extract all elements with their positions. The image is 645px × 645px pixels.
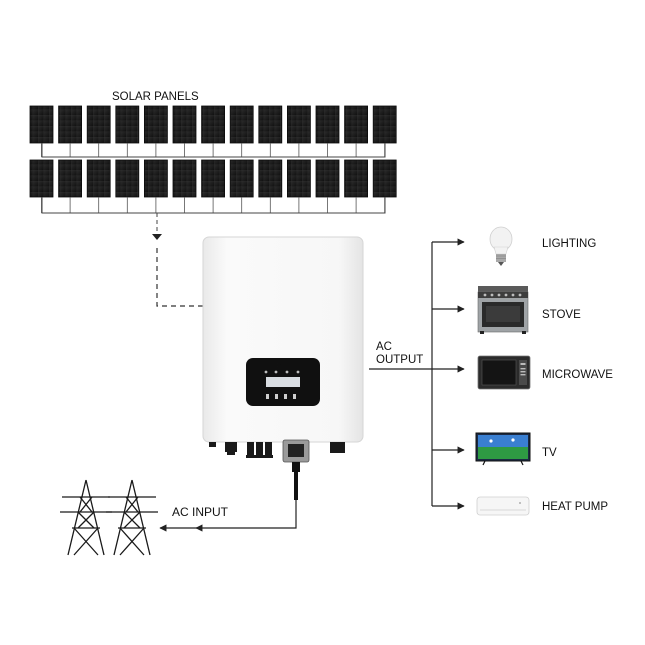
solar-panel xyxy=(115,159,140,198)
inverter-lcd-screen xyxy=(266,377,300,387)
inverter: Deye xyxy=(202,236,364,500)
solar-panel-row-2 xyxy=(29,159,397,213)
inverter-bottom-connectors xyxy=(209,442,345,458)
heat-pump-icon xyxy=(476,496,530,516)
power-grid-tower-icon xyxy=(60,479,112,556)
solar-panel xyxy=(172,105,197,144)
solar-panel xyxy=(286,105,311,144)
solar-panel xyxy=(29,159,54,198)
ac-output-wiring xyxy=(369,238,465,510)
load-label-microwave: MICROWAVE xyxy=(542,369,613,381)
solar-panel xyxy=(143,159,168,198)
solar-panel xyxy=(315,159,340,198)
solar-panels-label: SOLAR PANELS xyxy=(112,91,199,103)
solar-panel xyxy=(86,159,111,198)
load-label-heat-pump: HEAT PUMP xyxy=(542,501,608,513)
solar-panel xyxy=(86,105,111,144)
solar-panel xyxy=(172,159,197,198)
solar-panel xyxy=(229,105,254,144)
ac-output-label-line2: OUTPUT xyxy=(376,354,423,366)
solar-panel xyxy=(201,159,226,198)
dc-dashed-line xyxy=(156,248,203,307)
inverter-comm-module xyxy=(282,439,310,500)
solar-panel xyxy=(258,159,283,198)
power-grid-tower-icon-2 xyxy=(106,479,158,556)
solar-panel xyxy=(201,105,226,144)
ac-input-wiring xyxy=(159,500,297,532)
dc-input-arrow xyxy=(152,234,162,240)
solar-panel xyxy=(372,105,397,144)
solar-panel xyxy=(143,105,168,144)
tv-icon xyxy=(475,432,531,466)
solar-panel xyxy=(372,159,397,198)
ac-output-label-line1: AC xyxy=(376,341,392,353)
solar-panel-row-1 xyxy=(29,105,397,157)
inverter-body xyxy=(202,236,364,443)
solar-panel xyxy=(29,105,54,144)
solar-panel xyxy=(344,159,369,198)
solar-panel xyxy=(315,105,340,144)
light-bulb-icon xyxy=(489,226,513,266)
microwave-icon xyxy=(477,355,531,390)
solar-panel xyxy=(58,105,82,144)
ac-input-label: AC INPUT xyxy=(172,505,229,519)
inverter-brand-logo: Deye xyxy=(276,363,289,369)
solar-panel xyxy=(286,159,311,198)
solar-panel xyxy=(344,105,369,144)
load-label-stove: STOVE xyxy=(542,309,581,321)
load-label-tv: TV xyxy=(542,447,557,459)
solar-panel xyxy=(258,105,283,144)
solar-panel xyxy=(229,159,254,198)
inverter-indicator-leds xyxy=(264,370,300,374)
solar-panel xyxy=(58,159,82,198)
load-label-lighting: LIGHTING xyxy=(542,238,596,250)
inverter-buttons xyxy=(266,394,296,399)
solar-panel xyxy=(115,105,140,144)
stove-icon xyxy=(477,286,529,334)
